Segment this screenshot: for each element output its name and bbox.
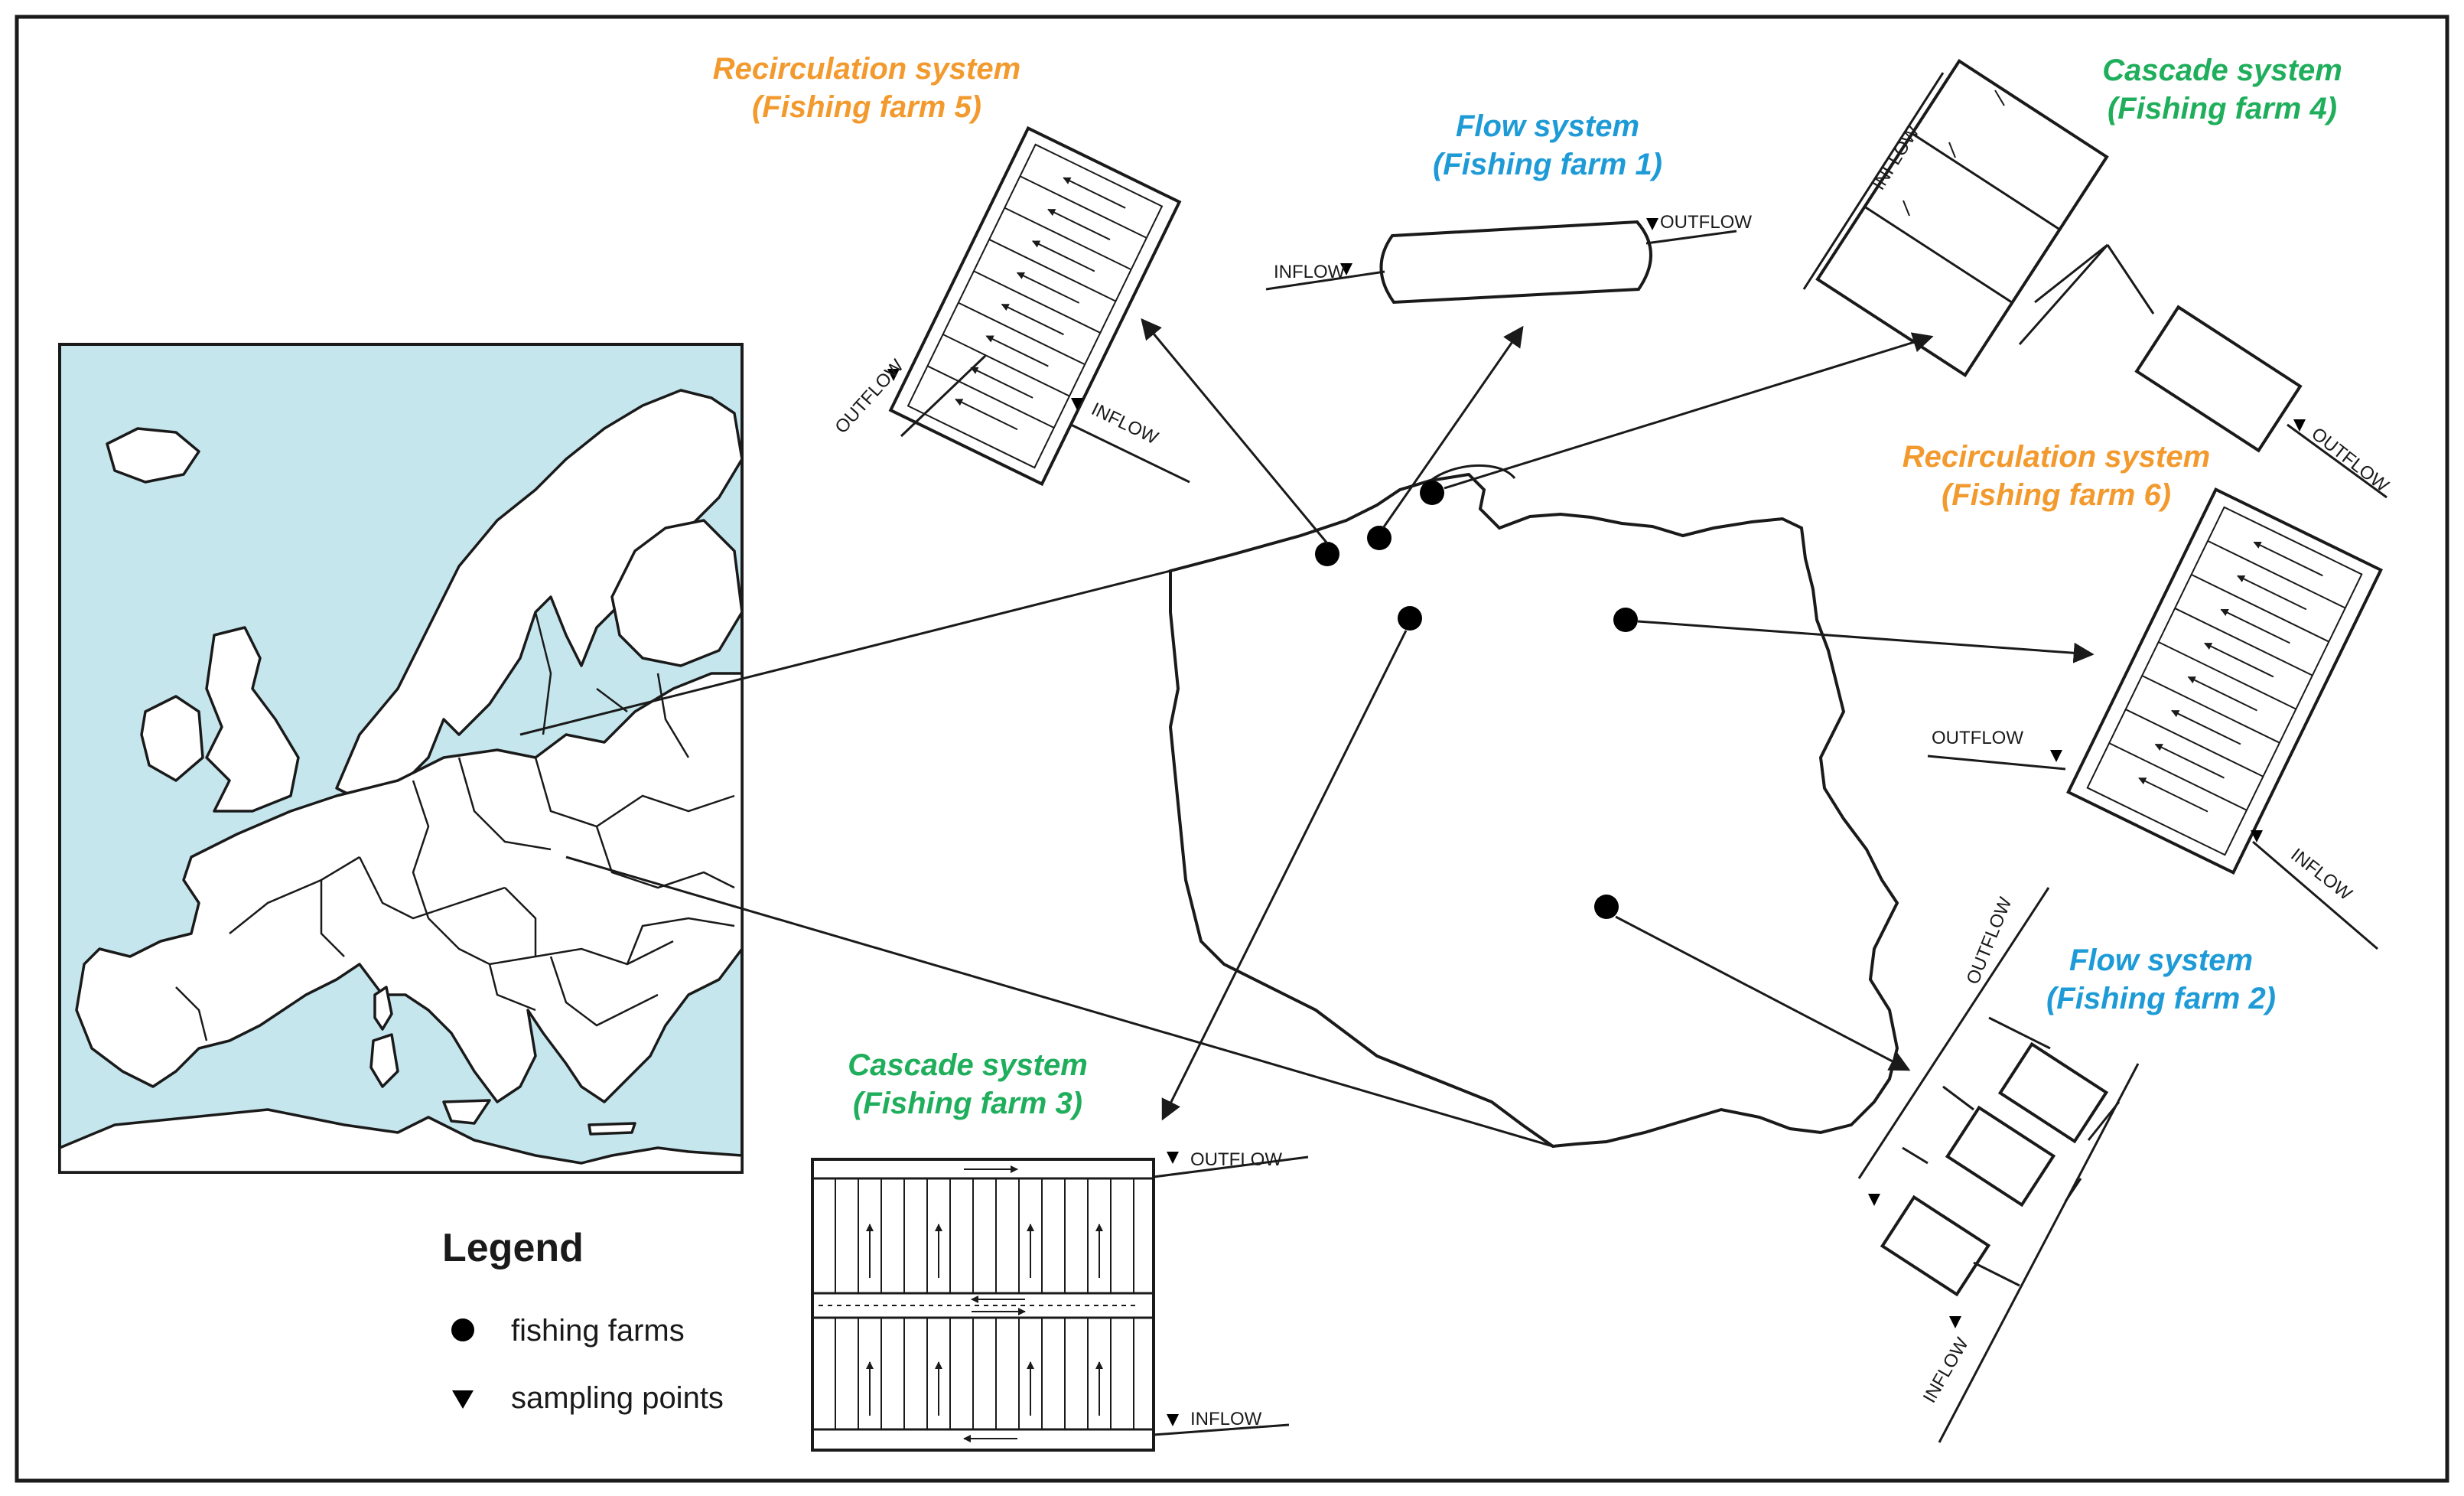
connector-line-south [565, 856, 1554, 1148]
farm-2-outflow-label: OUTFLOW [1963, 895, 2016, 988]
farm-6-title: Recirculation system [1903, 440, 2210, 474]
farm-1-title: Flow system [1456, 109, 1639, 143]
farm-4-diagram: Cascade system (Fishing farm 4) INFLOW O… [1802, 54, 2393, 499]
farm-3-subtitle: (Fishing farm 3) [853, 1087, 1082, 1120]
farm-dot-5 [1315, 542, 1339, 566]
farm-dot-4 [1420, 481, 1444, 505]
farm-2-title: Flow system [2069, 944, 2253, 977]
farm-5-diagram: Recirculation system (Fishing farm 5) OU… [713, 52, 1190, 487]
arrow-farm-4 [1444, 332, 1934, 490]
legend-sampling-label: sampling points [511, 1381, 724, 1415]
farm-6-diagram: Recirculation system (Fishing farm 6) OU… [1903, 440, 2383, 950]
north-africa [60, 1108, 742, 1172]
farm-1-outflow-label: OUTFLOW [1660, 212, 1752, 233]
farm-3-outflow-label: OUTFLOW [1190, 1149, 1282, 1170]
crete [588, 1122, 636, 1136]
vistula-spit [1430, 464, 1516, 482]
farm-2-subtitle: (Fishing farm 2) [2046, 982, 2276, 1015]
farm-dot-1 [1367, 526, 1391, 550]
farm-5-subtitle: (Fishing farm 5) [752, 90, 981, 124]
arrow-farm-5 [1141, 318, 1329, 544]
farm-4-inflow-label: INFLOW [1868, 122, 1924, 194]
farm-dot-2 [1594, 895, 1619, 919]
legend-farms-label: fishing farms [511, 1314, 685, 1348]
farm-3-title: Cascade system [848, 1048, 1088, 1082]
farm-3-basin [811, 1158, 1155, 1452]
figure-frame [15, 15, 2449, 1483]
farm-1-diagram: Flow system (Fishing farm 1) INFLOW OUTF… [1265, 109, 1752, 305]
farm-4-subtitle: (Fishing farm 4) [2108, 92, 2337, 125]
arrow-farm-6 [1637, 620, 2095, 663]
finland [610, 519, 742, 667]
sardinia [369, 1033, 399, 1088]
farm-5-inflow-label: INFLOW [1088, 399, 1161, 448]
farm-4-outflow-label: OUTFLOW [2307, 423, 2392, 496]
ireland [140, 695, 204, 782]
farm-6-subtitle: (Fishing farm 6) [1942, 478, 2171, 512]
iceland [106, 427, 200, 484]
farm-2-diagram: Flow system (Fishing farm 2) OUTFLOW INF… [1857, 887, 2276, 1443]
mainland-europe [75, 672, 742, 1103]
farm-5-title: Recirculation system [713, 52, 1020, 86]
arrow-farm-3 [1161, 630, 1408, 1121]
legend-farm-icon [451, 1318, 474, 1341]
farm-dot-6 [1613, 608, 1638, 632]
sicily [442, 1099, 491, 1125]
arrow-farm-1 [1382, 325, 1524, 529]
farm-6-outflow-label: OUTFLOW [1932, 728, 2023, 748]
farm-3-inflow-label: INFLOW [1190, 1409, 1262, 1429]
farm-6-inflow-label: INFLOW [2287, 844, 2355, 904]
farm-1-subtitle: (Fishing farm 1) [1433, 148, 1662, 181]
farm-3-diagram: Cascade system (Fishing farm 3) [811, 1048, 1309, 1452]
arrow-farm-2 [1615, 915, 1911, 1071]
legend: Legend fishing farms sampling points [442, 1226, 724, 1415]
europe-inset-map [58, 343, 744, 1174]
great-britain [205, 626, 300, 813]
corsica [373, 986, 393, 1031]
poland-outline [1168, 472, 1899, 1149]
farm-dot-3 [1398, 606, 1422, 631]
legend-sampling-icon [452, 1390, 474, 1409]
farm-1-inflow-label: INFLOW [1274, 262, 1346, 282]
connector-line-north [519, 569, 1171, 736]
legend-title: Legend [442, 1226, 584, 1270]
farm-4-title: Cascade system [2102, 54, 2342, 87]
